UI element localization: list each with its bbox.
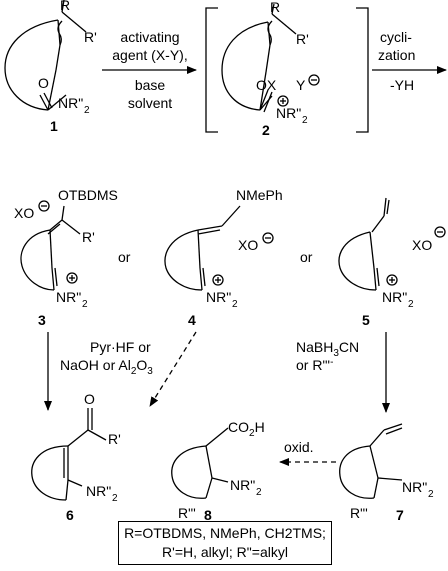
arrow2-label-line3: -YH [390,77,414,93]
compound-8: CO2H R"' NR" 2 8 [171,419,265,523]
c3-label-NR2-sub: 2 [82,299,88,310]
arrow1-label-line4: solvent [128,95,172,111]
c3-label-NR2: NR" [56,289,81,305]
c4-label-NMePh: NMePh [236,187,283,203]
compound-number-2: 2 [262,122,270,138]
c7-label-NR2-sub: 2 [428,489,434,500]
int-label-R-prime: R' [296,31,309,47]
c7-label-NR2: NR" [402,479,427,495]
label-R-prime: R' [84,29,97,45]
c6-label-NR2-sub: 2 [112,493,118,504]
c8-label-NR2: NR" [230,477,255,493]
legend-line-1: R=OTBDMS, NMePh, CH2TMS; [124,525,326,541]
c6-label-O: O [84,391,95,407]
compound-7: R"' NR" 2 7 [339,423,434,523]
arrow1-label-line3: base [135,77,166,93]
compound-4: NMePh XO NR" 2 4 [164,187,283,328]
bracket-left [205,7,218,133]
or-label-2: or [300,249,313,265]
c3-label-R-prime: R' [82,229,95,245]
c4-label-NR2-sub: 2 [232,299,238,310]
c7-label-R: R"' [350,505,368,521]
substituent-legend: R=OTBDMS, NMePh, CH2TMS; R'=H, alkyl; R"… [118,521,332,565]
compound-2: R R' OX Y NR" 2 2 [221,0,320,138]
int-label-R: R [270,0,280,15]
compound-number-5: 5 [362,312,370,328]
reagent-left-line2: NaOH or Al2O3 [60,357,153,377]
c8-label-NR2-sub: 2 [256,487,262,498]
bracket-right [356,7,369,133]
c5-label-NR2-sub: 2 [408,299,414,310]
c3-label-XO: XO [14,205,34,221]
compound-1: R R' O NR" 2 1 [4,0,97,134]
label-NR2-sub: 2 [84,105,90,116]
c5-label-XO: XO [412,237,432,253]
compound-number-1: 1 [50,118,58,134]
reagent-left-line1: Pyr·HF or [90,339,151,355]
c5-label-NR2: NR" [382,289,407,305]
compound-number-3: 3 [38,312,46,328]
int-label-NR2: NR" [276,105,301,121]
c8-label-CO2H: CO2H [228,419,265,439]
arrow-4-to-6-dashed [149,331,197,407]
or-label-1: or [118,249,131,265]
legend-line-2: R'=H, alkyl; R"=alkyl [162,544,288,560]
c8-label-R: R"' [178,505,196,521]
c6-label-NR2: NR" [86,483,111,499]
compound-number-4: 4 [188,312,196,328]
compound-6: O R' NR" 2 6 [31,391,121,523]
compound-number-7: 7 [396,507,404,523]
label-NR2: NR" [58,95,83,111]
compound-number-8: 8 [204,507,212,523]
arrow1-label-line1: activating [120,29,179,45]
c3-label-OTBDMS: OTBDMS [58,187,118,203]
label-R: R [60,0,70,13]
c4-label-NR2: NR" [206,289,231,305]
int-label-OX: OX [256,77,277,93]
compound-5: XO NR" 2 5 [338,197,446,328]
compound-3: XO OTBDMS R' NR" 2 3 [14,187,118,328]
label-O: O [38,75,49,91]
c4-label-XO: XO [238,237,258,253]
arrow2-label-line2: zation [378,47,415,63]
compound-number-6: 6 [66,507,74,523]
int-label-Y: Y [296,77,306,93]
arrow2-label-line1: cycli- [380,29,412,45]
c6-label-R-prime: R' [108,431,121,447]
reagent-right-line1: NaBH3CN [296,339,359,359]
int-label-NR2-sub: 2 [302,115,308,126]
oxid-label: oxid. [284,439,314,455]
reagent-right-line2: or R"'- [296,357,333,373]
arrow1-label-line2: agent (X-Y), [112,47,187,63]
